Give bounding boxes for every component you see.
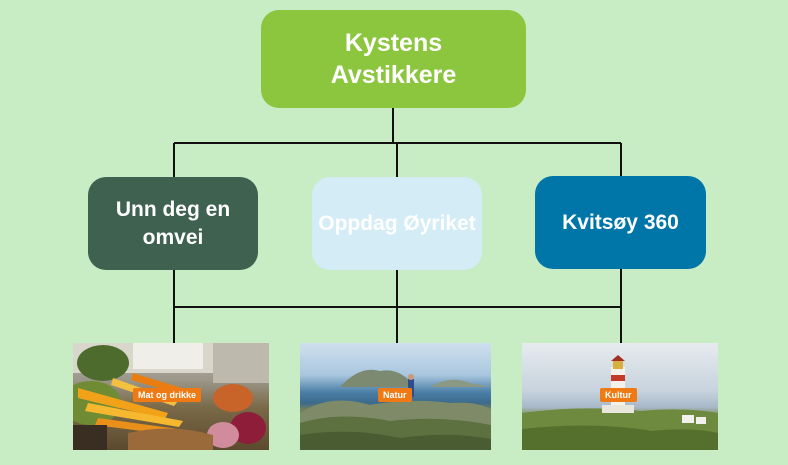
branch-node-oppdag-oyriket[interactable]: Oppdag Øyriket bbox=[312, 177, 482, 270]
root-node: Kystens Avstikkere bbox=[261, 10, 526, 108]
branch-node-kvitsoy-360[interactable]: Kvitsøy 360 bbox=[535, 176, 706, 269]
vegetables-photo[interactable]: Mat og drikke bbox=[73, 343, 269, 450]
category-tag-natur: Natur bbox=[378, 388, 412, 402]
category-tag-mat-og-drikke: Mat og drikke bbox=[133, 388, 202, 402]
vegetables-illustration bbox=[73, 343, 269, 450]
coastal-landscape-photo[interactable]: Natur bbox=[300, 343, 491, 450]
lighthouse-illustration bbox=[522, 355, 718, 450]
coastal-illustration bbox=[300, 369, 491, 450]
branch-node-unn-deg-en-omvei[interactable]: Unn deg en omvei bbox=[88, 177, 258, 270]
category-tag-kultur: Kultur bbox=[600, 388, 637, 402]
lighthouse-photo[interactable]: Kultur bbox=[522, 343, 718, 450]
